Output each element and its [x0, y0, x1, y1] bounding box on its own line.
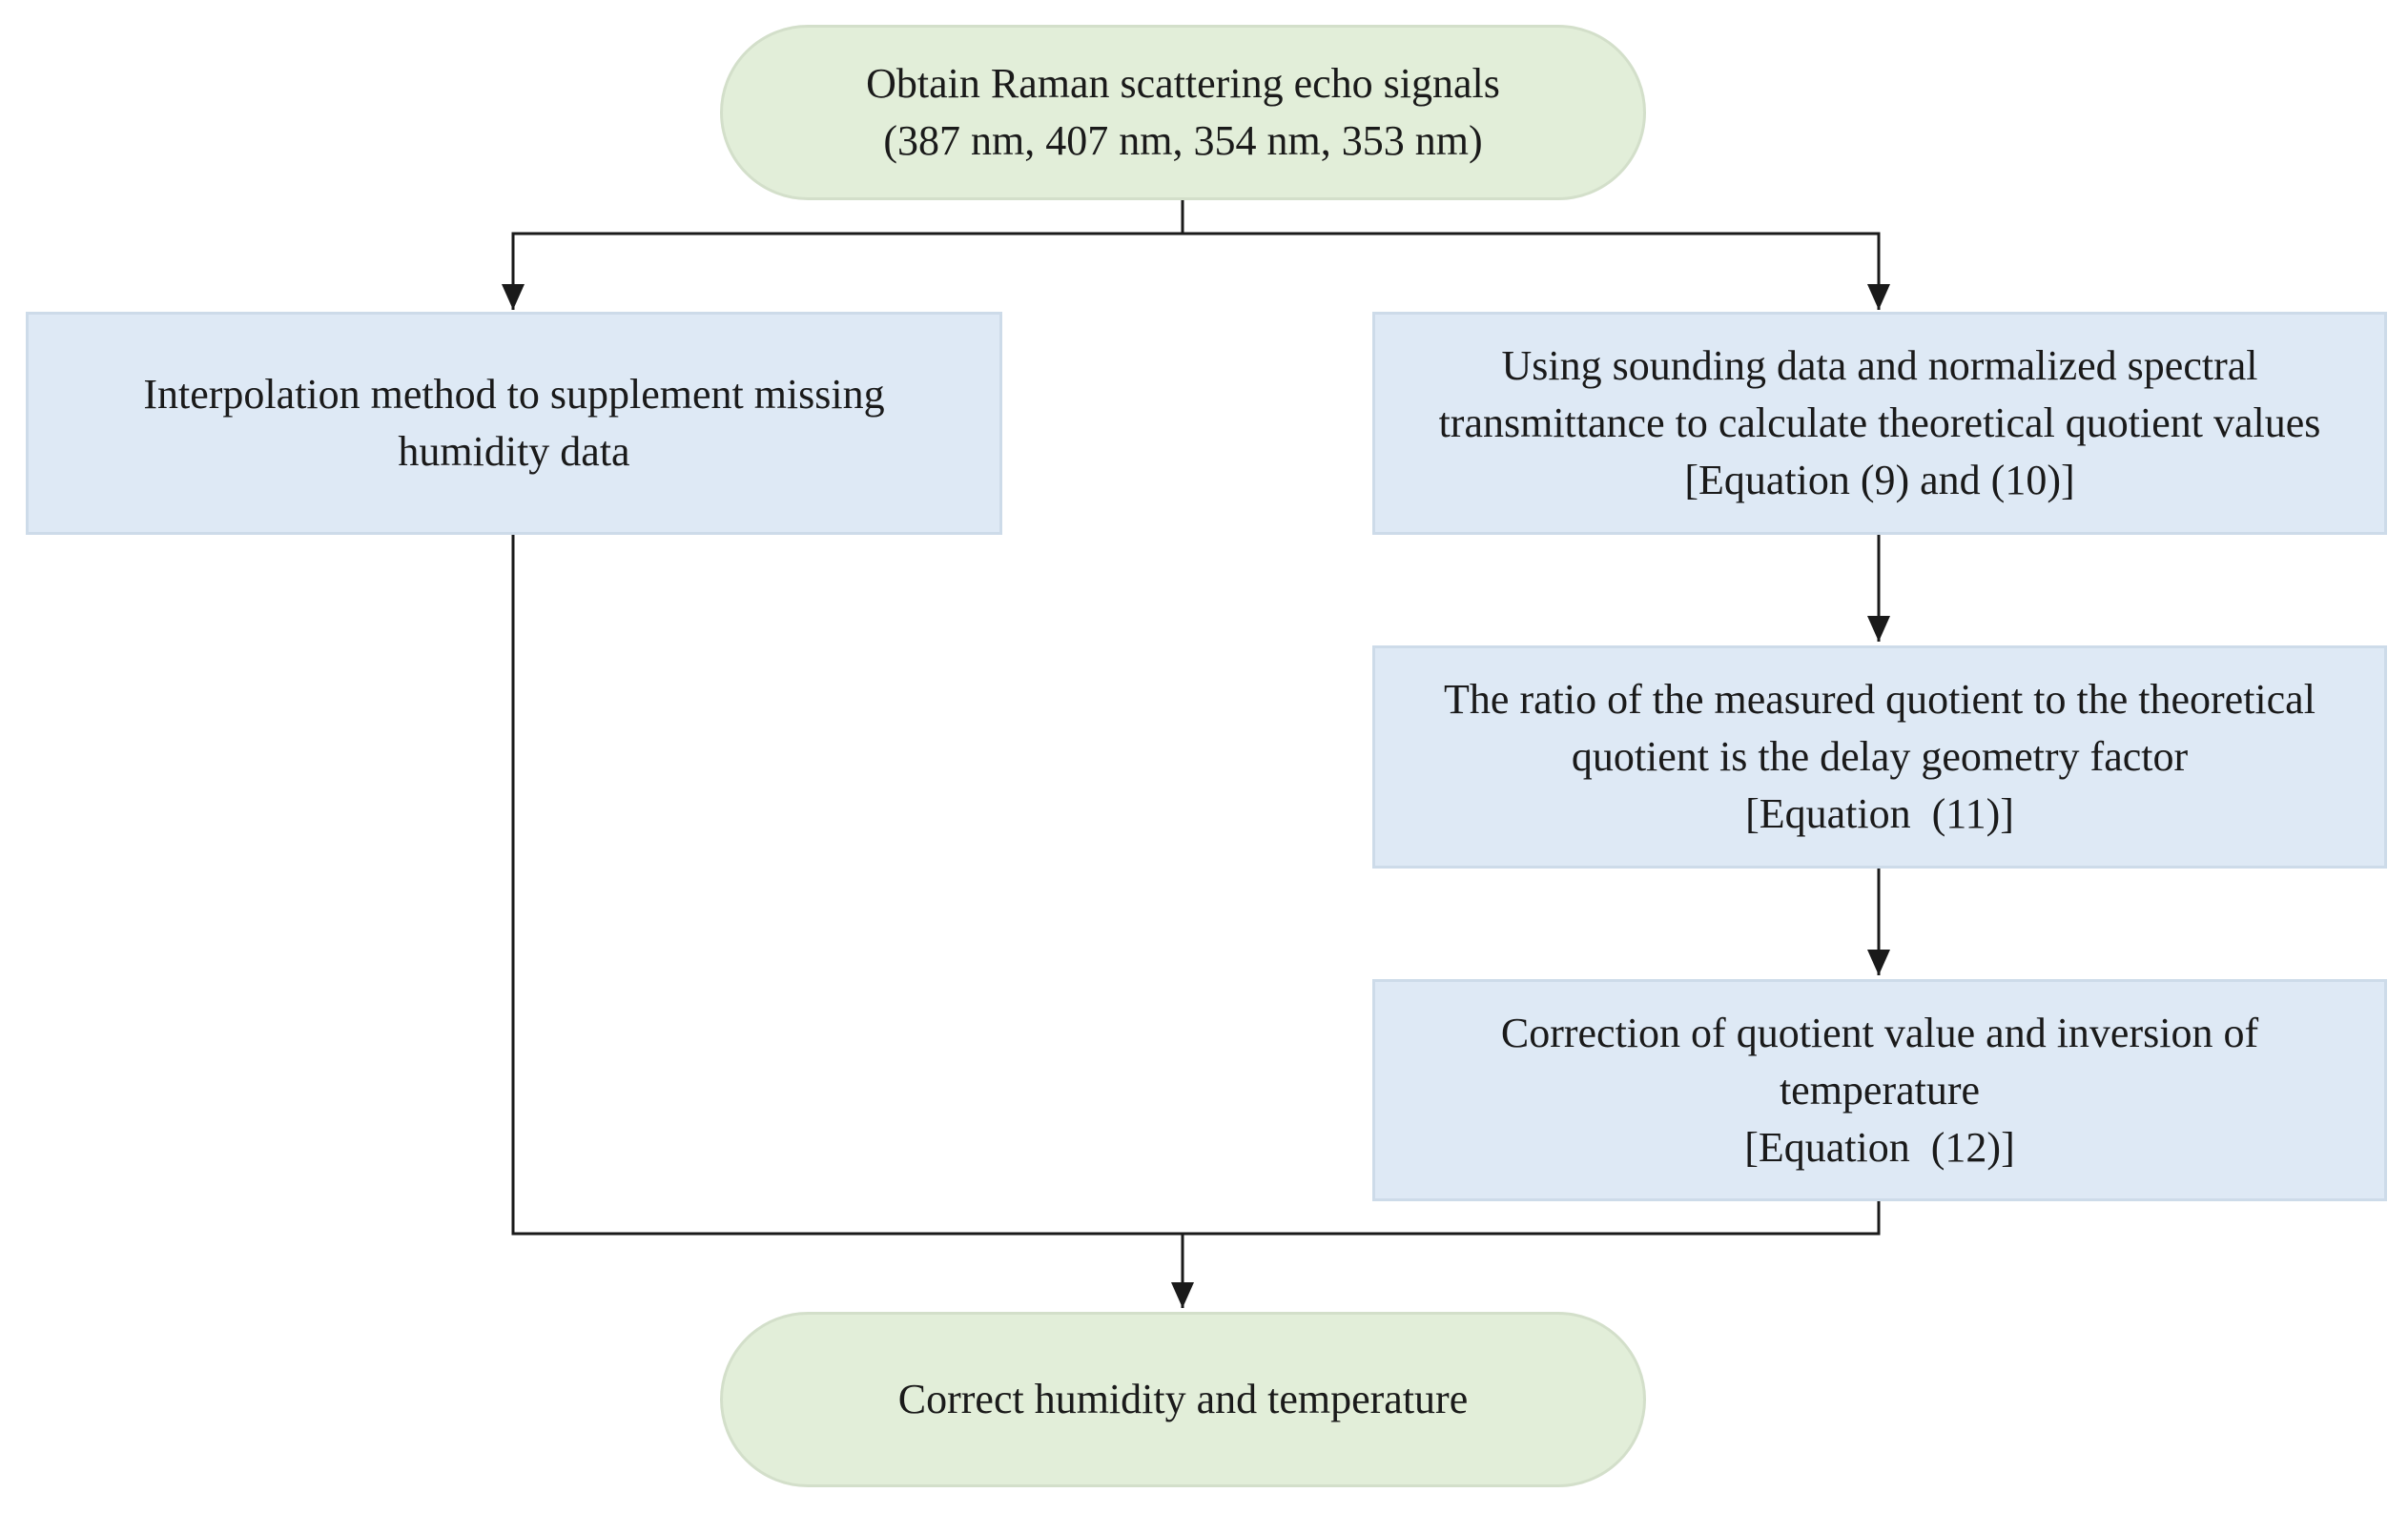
correction-node-line-2: temperature [1779, 1066, 1981, 1114]
delay-geometry-node-text: The ratio of the measured quotient to th… [1444, 671, 2315, 843]
theoretical-quotient-node-line-3: [Equation (9) and (10)] [1684, 457, 2075, 503]
theoretical-quotient-node-line-2: transmittance to calculate theoretical q… [1438, 399, 2321, 446]
start-node-line-2: (387 nm, 407 nm, 354 nm, 353 nm) [883, 117, 1483, 164]
theoretical-quotient-node-text: Using sounding data and normalized spect… [1439, 337, 2321, 509]
end-node-text: Correct humidity and temperature [898, 1371, 1468, 1428]
connector-correction-to-merge [1183, 1201, 1881, 1236]
correction-node-text: Correction of quotient value and inversi… [1501, 1005, 2258, 1176]
end-node-line-1: Correct humidity and temperature [897, 1376, 1469, 1422]
correction-node: Correction of quotient value and inversi… [1372, 979, 2387, 1201]
interpolation-node-text: Interpolation method to supplement missi… [143, 366, 884, 480]
theoretical-quotient-node: Using sounding data and normalized spect… [1372, 312, 2387, 535]
interpolation-node: Interpolation method to supplement missi… [26, 312, 1002, 535]
start-node-text: Obtain Raman scattering echo signals (38… [866, 55, 1500, 170]
delay-geometry-node-line-1: The ratio of the measured quotient to th… [1444, 676, 2315, 723]
delay-geometry-node-line-2: quotient is the delay geometry factor [1571, 733, 2189, 780]
theoretical-quotient-node-line-1: Using sounding data and normalized spect… [1501, 342, 2258, 389]
end-node: Correct humidity and temperature [720, 1312, 1646, 1487]
connector-interpolation-to-merge [511, 535, 1183, 1236]
delay-geometry-node-line-3: [Equation (11)] [1745, 790, 2014, 837]
connector-start-to-interpolation [502, 200, 1184, 310]
start-node: Obtain Raman scattering echo signals (38… [720, 25, 1646, 200]
interpolation-node-line-2: humidity data [398, 428, 630, 475]
connector-start-to-theoretical-quotient [1183, 232, 1890, 310]
correction-node-line-3: [Equation (12)] [1744, 1123, 2015, 1171]
interpolation-node-line-1: Interpolation method to supplement missi… [143, 371, 885, 418]
start-node-line-1: Obtain Raman scattering echo signals [866, 60, 1500, 107]
delay-geometry-node: The ratio of the measured quotient to th… [1372, 645, 2387, 869]
correction-node-line-1: Correction of quotient value and inversi… [1500, 1009, 2259, 1056]
